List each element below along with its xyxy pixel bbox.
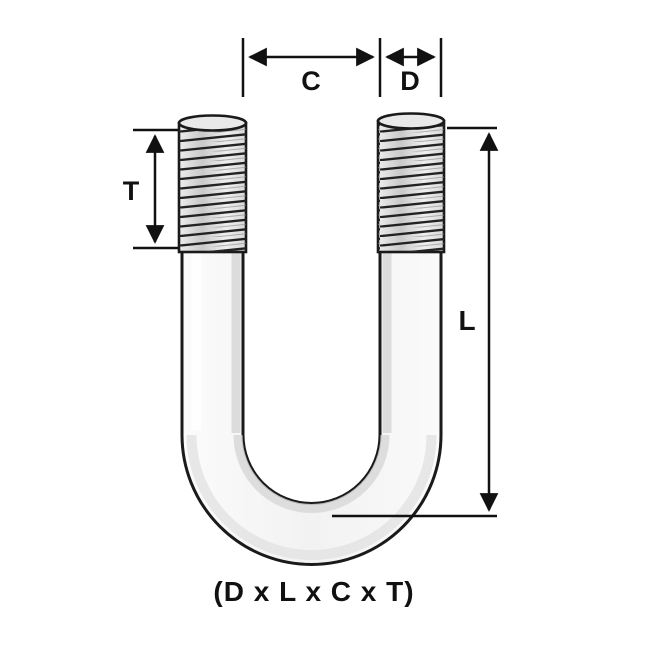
left-thread [177,114,248,254]
left-thread-cap [177,114,248,132]
formula-caption: (D x L x C x T) [213,576,414,607]
dimension-c-label: C [301,66,321,96]
u-bolt-illustration [177,112,446,566]
outer-curve-shade [186,434,437,560]
dimension-d: D [385,38,443,97]
dimension-c: C [241,38,382,97]
right-thread [376,112,446,254]
right-thread-cap [376,112,446,130]
dimension-l-label: L [458,305,475,336]
dimension-d-label: D [400,66,420,96]
dimension-l: L [332,126,499,518]
dimension-t: T [123,128,178,250]
dimension-t-label: T [123,176,140,206]
inner-curve-shadow [233,434,390,513]
